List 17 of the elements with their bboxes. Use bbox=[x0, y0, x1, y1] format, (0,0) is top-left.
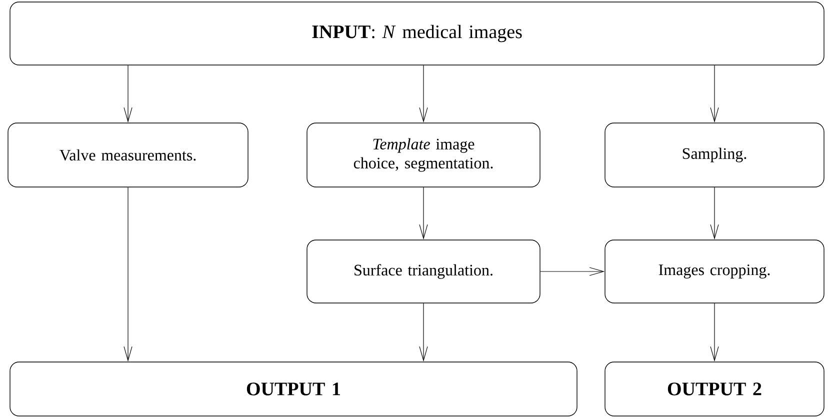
process-box: Template image choice, segmentation. bbox=[306, 122, 540, 188]
arrow bbox=[419, 187, 428, 240]
arrow bbox=[540, 267, 605, 276]
process-box: OUTPUT 1 bbox=[10, 362, 578, 416]
process-box: Images cropping. bbox=[604, 240, 824, 304]
process-box: INPUT: N medical images bbox=[10, 2, 824, 66]
process-box: Valve measurements. bbox=[8, 122, 248, 188]
arrow bbox=[710, 303, 719, 362]
arrow bbox=[124, 65, 132, 123]
arrow bbox=[124, 187, 132, 362]
arrow bbox=[710, 65, 719, 123]
process-box: Surface triangulation. bbox=[306, 240, 540, 304]
process-box: Sampling. bbox=[604, 122, 824, 188]
arrow bbox=[710, 187, 719, 240]
process-box: OUTPUT 2 bbox=[604, 362, 824, 416]
arrow bbox=[419, 65, 428, 123]
arrow bbox=[419, 303, 428, 362]
